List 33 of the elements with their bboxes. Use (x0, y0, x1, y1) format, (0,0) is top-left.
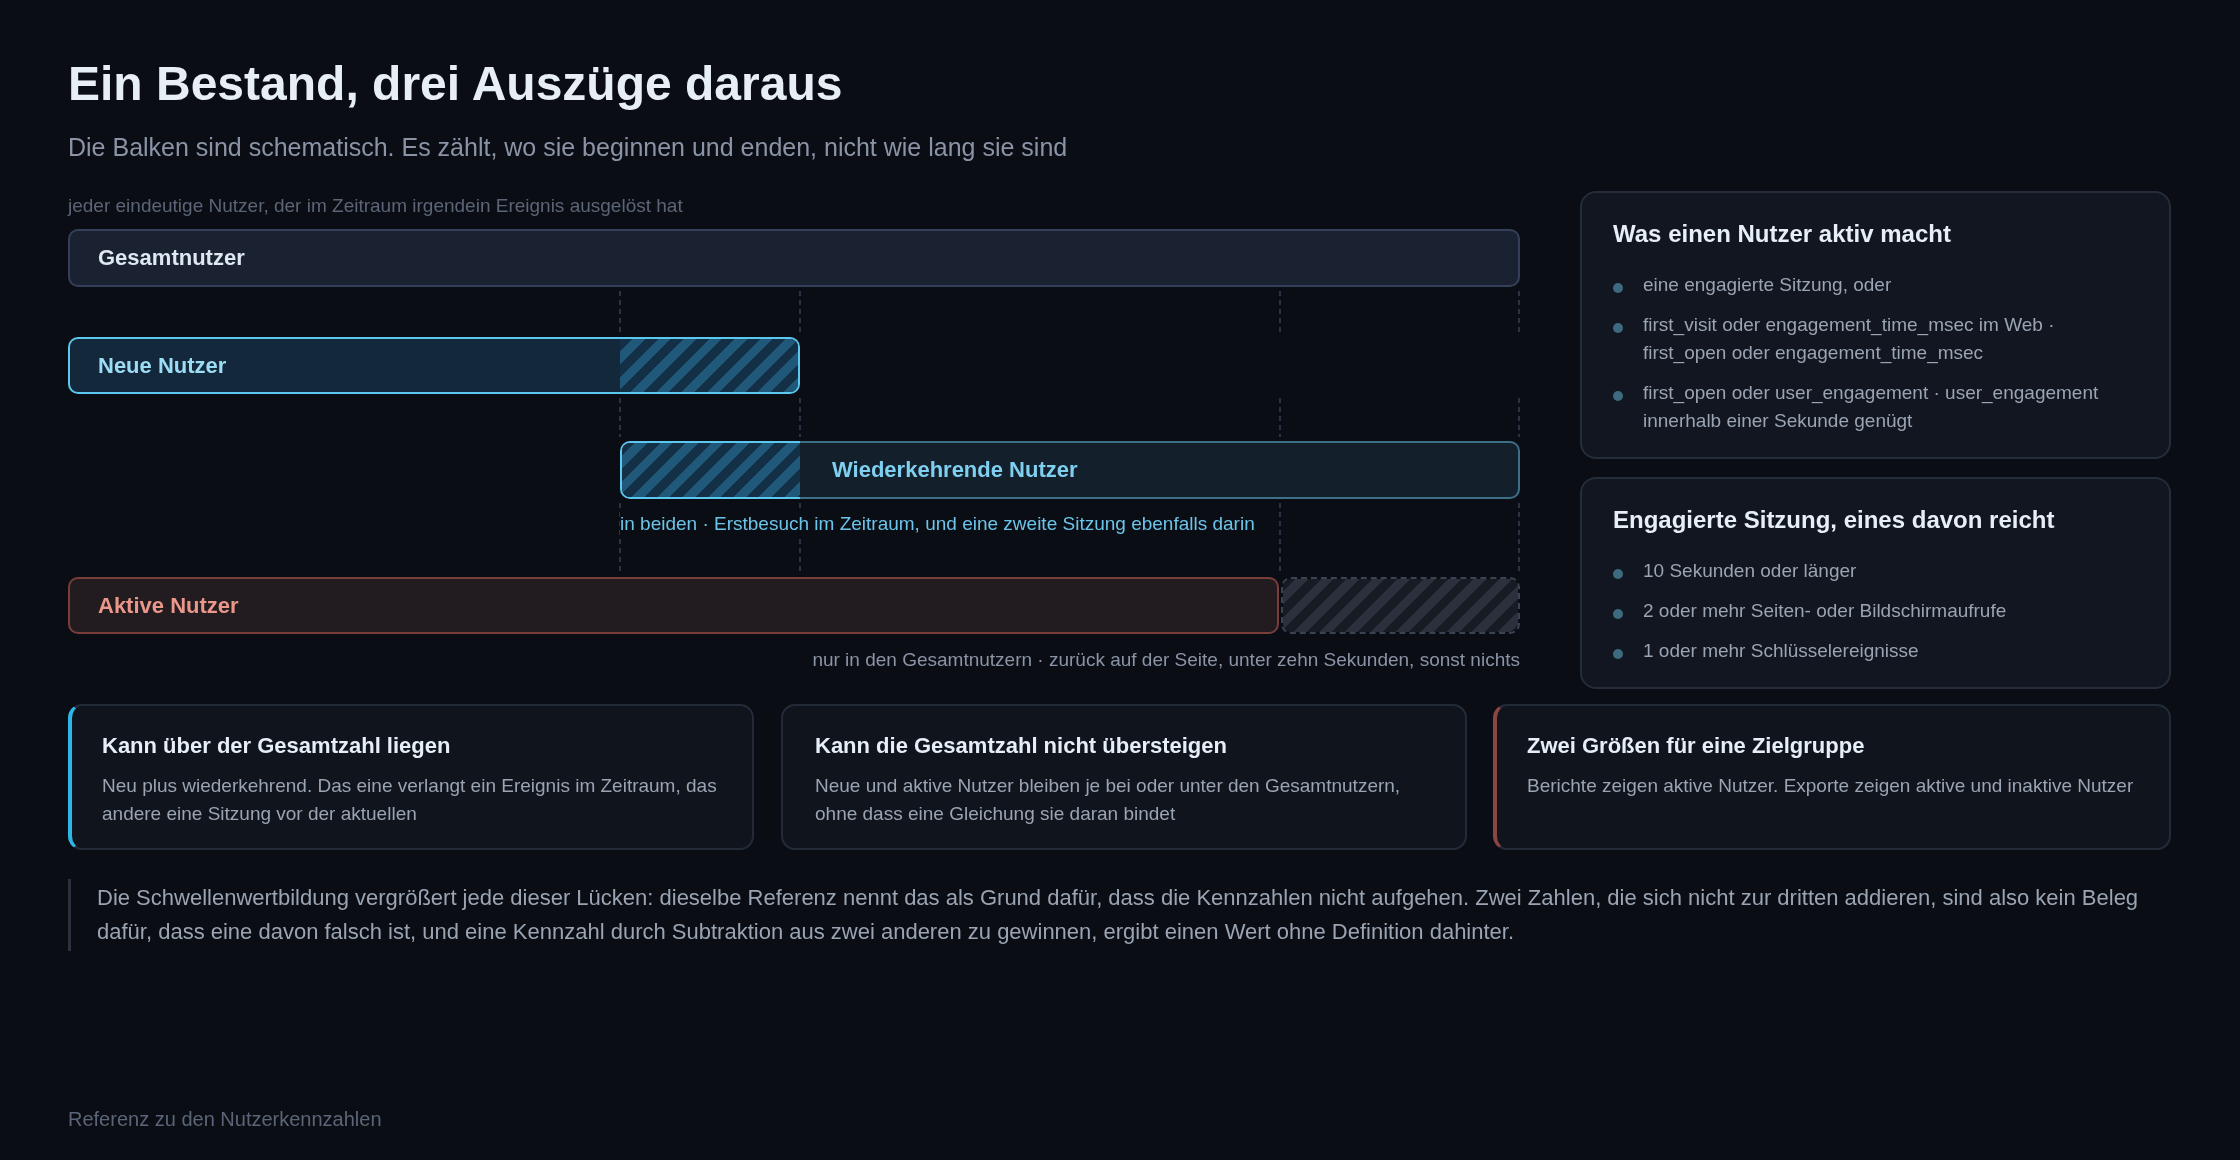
info-panel (1580, 191, 2171, 459)
card-body-text: Neu plus wiederkehrend. Das eine verlangt ein Ereignis im Zeitraum, das andere eine Sitzung vor der aktuellen (102, 774, 718, 826)
source-note: Referenz zu den Nutzerkennzahlen (68, 1107, 382, 1132)
card-title: Kann über der Gesamtzahl liegen (102, 732, 451, 760)
card-body-text: Berichte zeigen aktive Nutzer. Exporte zeigen aktive und inaktive Nutzer (1527, 774, 2134, 798)
panel-title: Engagierte Sitzung, eines davon reicht (1613, 505, 2055, 535)
bar (620, 441, 1520, 499)
list-item: 10 Sekunden oder länger (1643, 559, 1857, 583)
bar-label: Aktive Nutzer (98, 592, 239, 619)
info-card (781, 704, 1467, 850)
info-panel (1580, 477, 2171, 689)
list-item: eine engagierte Sitzung, oder (1643, 273, 1892, 297)
bar-label: Neue Nutzer (98, 352, 227, 379)
list-item: first_visit oder engagement_time_msec im Web · first_open oder engagement_time_msec (1643, 313, 2056, 366)
bar (68, 577, 1279, 634)
card-title: Kann die Gesamtzahl nicht übersteigen (815, 732, 1227, 760)
bar-label: Gesamtnutzer (98, 245, 245, 271)
bar-label: Wiederkehrende Nutzer (832, 457, 1078, 483)
hatched-bar (1281, 577, 1520, 634)
bar (68, 229, 1520, 287)
note-quote: Die Schwellenwertbildung vergrößert jede dieser Lücken: dieselbe Referenz nennt das als Grund dafür, dass die Kennzahlen nicht aufgehen. Zwei Zahlen, die sich nicht zur dritten addieren, sind also kein Beleg dafür, dass eine davon falsch ist, und eine Kennzahl durch Subtraktion aus zwei anderen zu gewinnen, ergibt einen Wert ohne Definition dahinter. (68, 879, 2172, 951)
list-item: 2 oder mehr Seiten- oder Bildschirmaufrufe (1643, 599, 2007, 623)
info-card (1493, 704, 2171, 850)
panel-title: Was einen Nutzer aktiv macht (1613, 219, 1951, 249)
info-card (68, 704, 754, 850)
bar (68, 337, 800, 394)
title: Ein Bestand, drei Auszüge daraus (68, 56, 843, 112)
card-title: Zwei Größen für eine Zielgruppe (1527, 732, 1865, 760)
subtitle: Die Balken sind schematisch. Es zählt, wo sie beginnen und enden, nicht wie lang sie sind (68, 132, 1068, 163)
list-item: first_open oder user_engagement · user_engagement innerhalb einer Sekunde genügt (1643, 381, 2100, 433)
list-item: 1 oder mehr Schlüsselereignisse (1643, 639, 1919, 663)
card-body-text: Neue und aktive Nutzer bleiben je bei oder unter den Gesamtnutzern, ohne dass eine Gleichung sie daran bindet (815, 774, 1402, 826)
bar-note: in beiden · Erstbesuch im Zeitraum, und eine zweite Sitzung ebenfalls darin (620, 512, 1255, 536)
